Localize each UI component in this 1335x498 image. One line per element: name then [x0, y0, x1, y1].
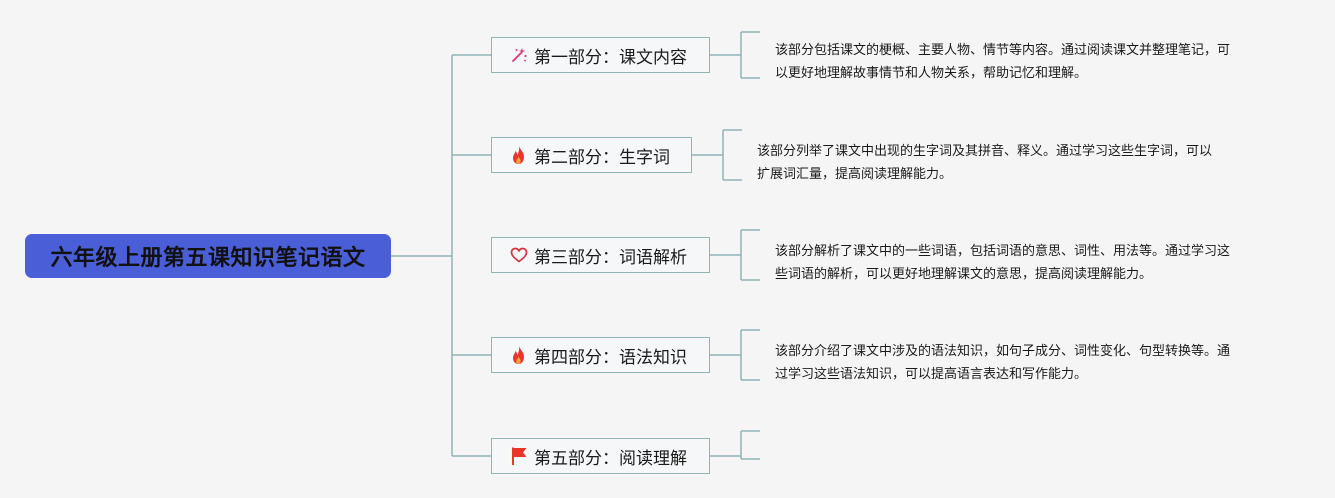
desc-bracket-5: [710, 430, 760, 460]
sparkle-wand-icon: [508, 44, 530, 66]
desc-line: 该部分列举了课文中出现的生字词及其拼音、释义。通过学习这些生字词，可以: [757, 144, 1213, 159]
branch-node-1[interactable]: 第一部分：课文内容: [491, 37, 710, 73]
desc-line: 扩展词汇量，提高阅读理解能力。: [757, 167, 953, 182]
desc-bracket-4: [710, 329, 760, 381]
branch-description-2: 该部分列举了课文中出现的生字词及其拼音、释义。通过学习这些生字词，可以 扩展词汇…: [757, 140, 1212, 186]
desc-line: 过学习这些语法知识，可以提高语言表达和写作能力。: [775, 367, 1088, 382]
desc-bracket-3: [710, 229, 760, 281]
root-node[interactable]: 六年级上册第五课知识笔记语文: [25, 234, 391, 278]
fire-icon: [508, 144, 530, 166]
branch-node-3[interactable]: 第三部分：词语解析: [491, 237, 710, 273]
branch-label-4: 第四部分：语法知识: [534, 347, 687, 368]
desc-line: 该部分解析了课文中的一些词语，包括词语的意思、词性、用法等。通过学习这: [775, 244, 1231, 259]
branch-description-3: 该部分解析了课文中的一些词语，包括词语的意思、词性、用法等。通过学习这 些词语的…: [775, 240, 1230, 286]
flag-icon: [508, 445, 530, 467]
fire-icon: [508, 344, 530, 366]
desc-line: 该部分介绍了课文中涉及的语法知识，如句子成分、词性变化、句型转换等。通: [775, 344, 1231, 359]
heart-icon: [508, 244, 530, 266]
desc-line: 些词语的解析，可以更好地理解课文的意思，提高阅读理解能力。: [775, 267, 1153, 282]
branch-node-4[interactable]: 第四部分：语法知识: [491, 337, 710, 373]
branch-description-1: 该部分包括课文的梗概、主要人物、情节等内容。通过阅读课文并整理笔记，可 以更好地…: [775, 39, 1230, 85]
branch-description-4: 该部分介绍了课文中涉及的语法知识，如句子成分、词性变化、句型转换等。通 过学习这…: [775, 340, 1230, 386]
desc-line: 以更好地理解故事情节和人物关系，帮助记忆和理解。: [775, 66, 1088, 81]
branch-node-5[interactable]: 第五部分：阅读理解: [491, 438, 710, 474]
branch-label-3: 第三部分：词语解析: [534, 247, 687, 268]
branch-label-1: 第一部分：课文内容: [534, 47, 687, 68]
branch-node-2[interactable]: 第二部分：生字词: [491, 137, 692, 173]
branch-label-5: 第五部分：阅读理解: [534, 448, 687, 469]
desc-bracket-1: [710, 31, 760, 79]
desc-line: 该部分包括课文的梗概、主要人物、情节等内容。通过阅读课文并整理笔记，可: [775, 43, 1231, 58]
desc-bracket-2: [692, 129, 742, 181]
branch-label-2: 第二部分：生字词: [534, 147, 670, 168]
